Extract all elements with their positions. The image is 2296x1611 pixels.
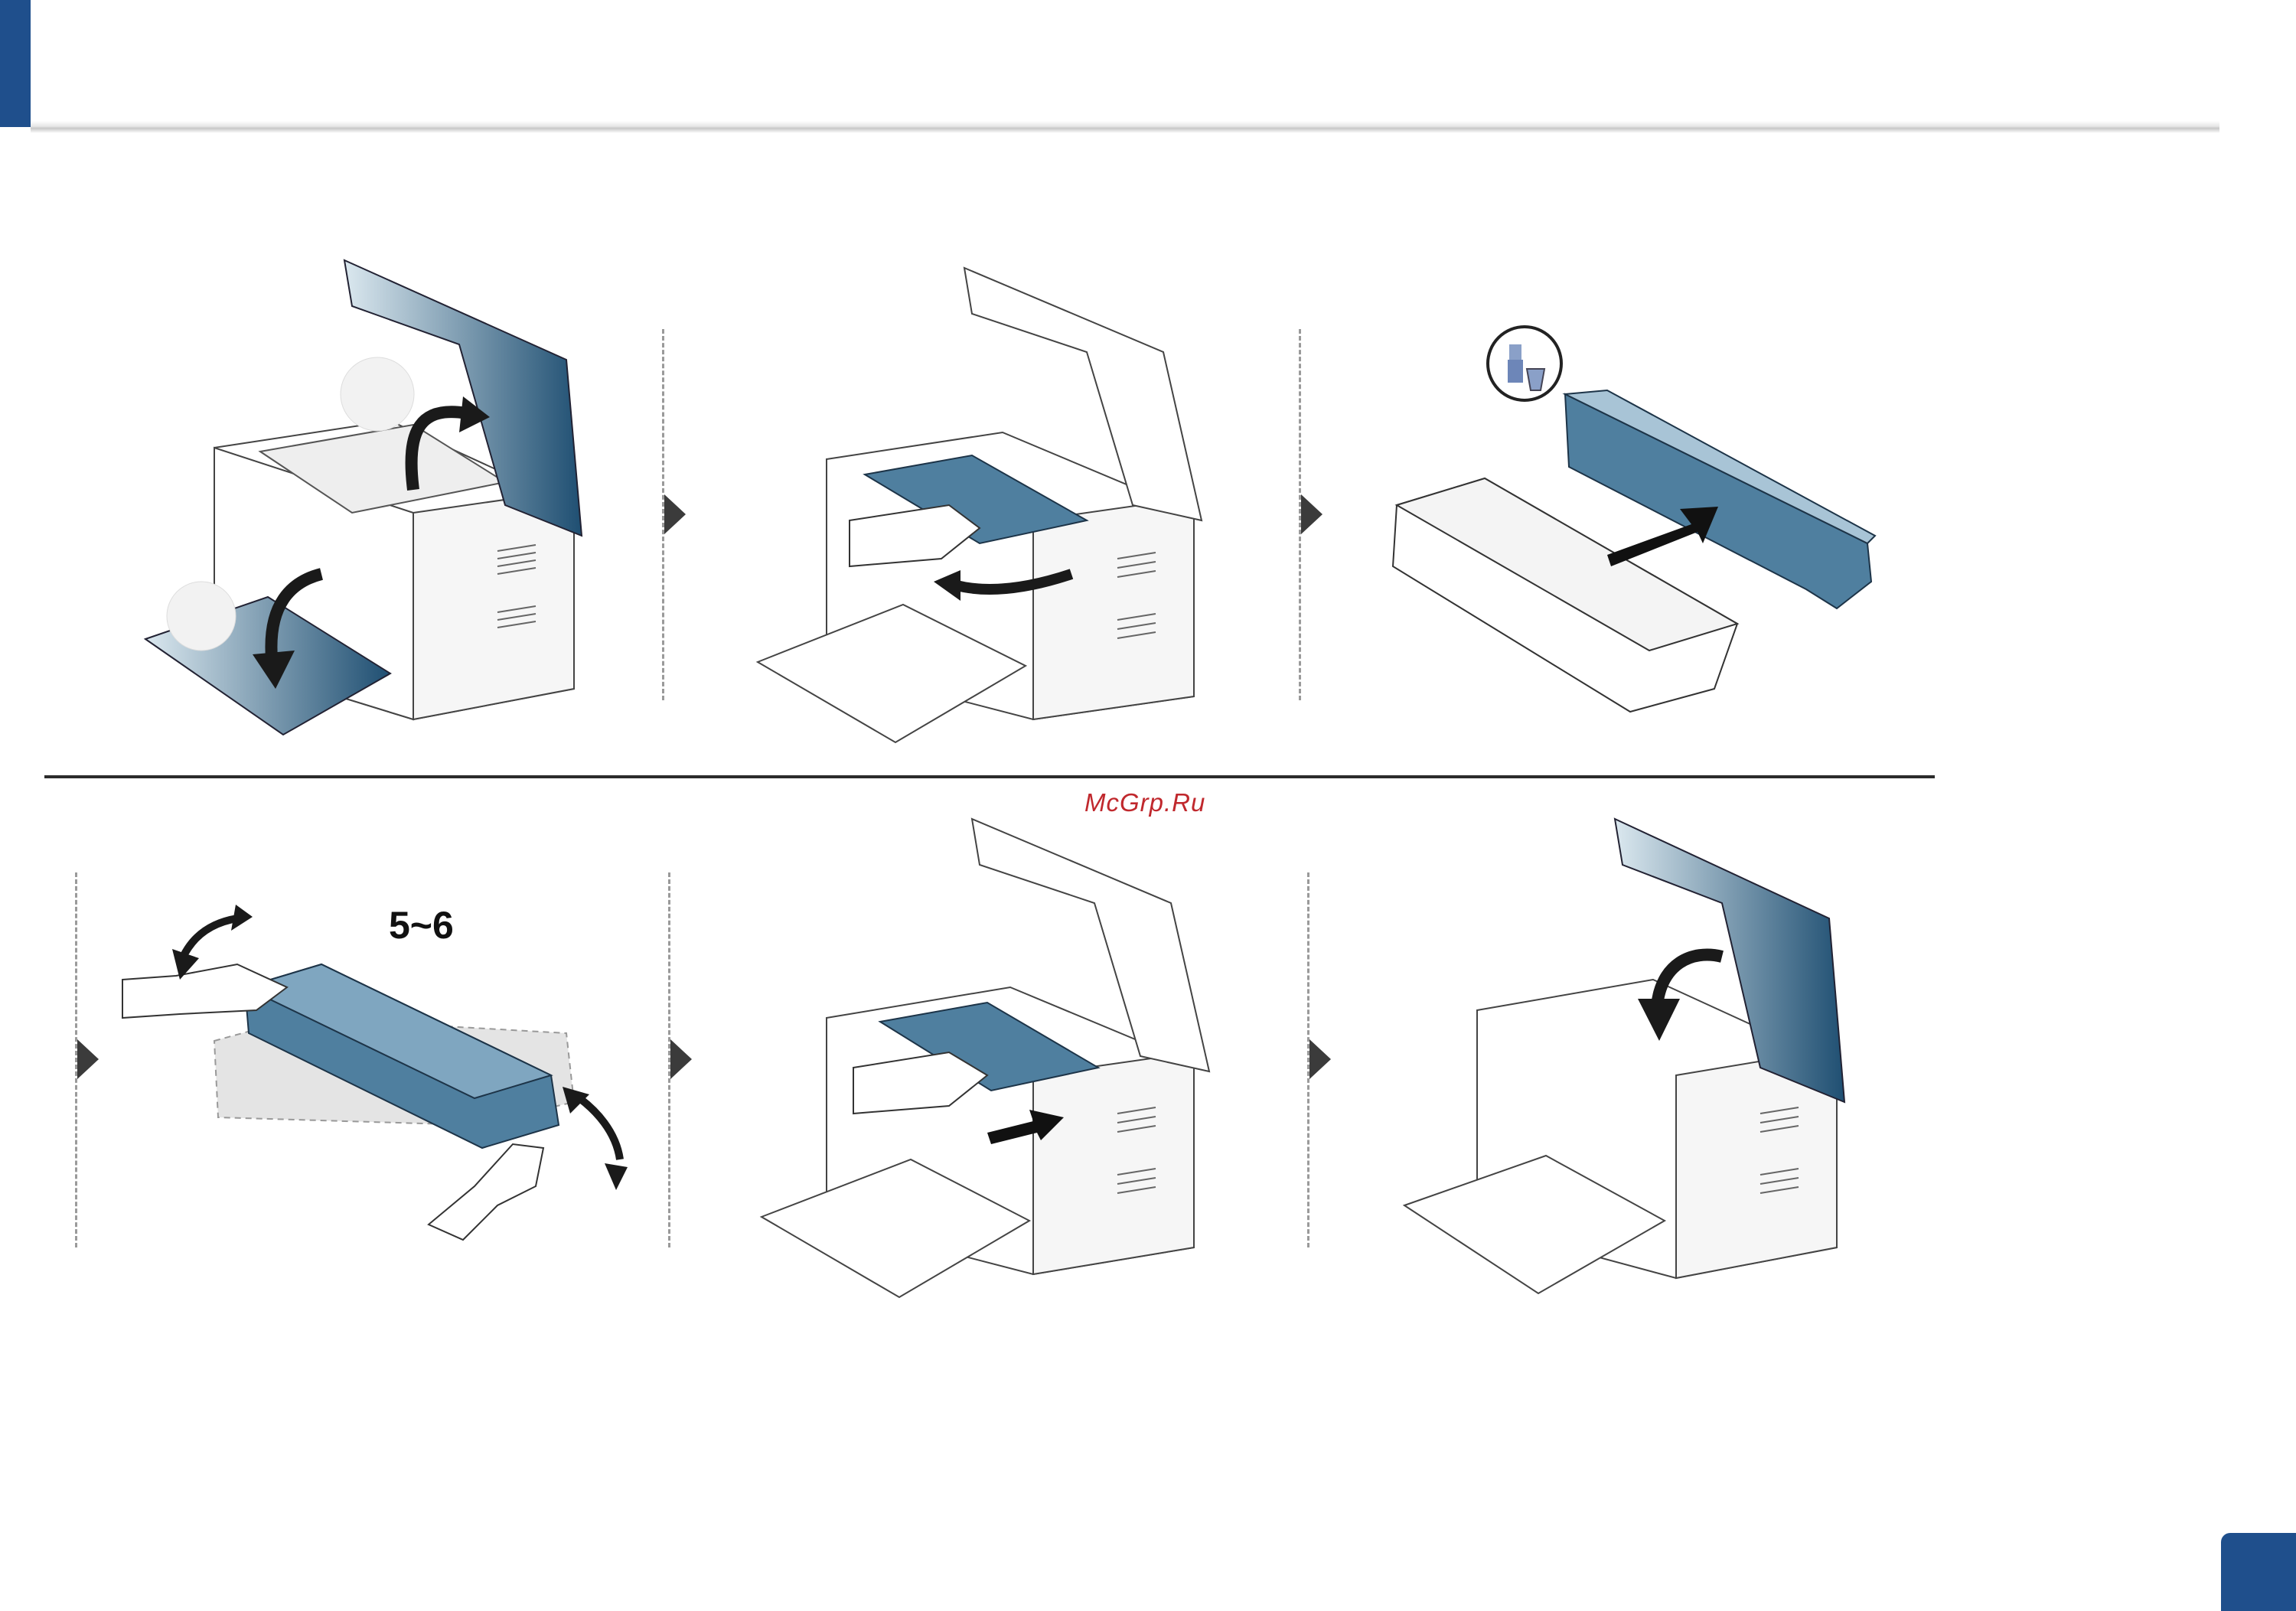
- separator-step-1-2: [662, 329, 664, 700]
- illustration-step-6: [1402, 817, 1846, 1295]
- separator-step-4-left: [75, 872, 77, 1247]
- illustration-step-4: [122, 905, 628, 1241]
- separator-step-2-3: [1299, 329, 1301, 700]
- page-number-badge: [2221, 1533, 2296, 1611]
- shake-count-label: 5~6: [389, 904, 454, 947]
- straight-arrow-icon: [1607, 507, 1718, 566]
- watermark-text: McGrp.Ru: [1084, 788, 1206, 817]
- step-arrow-icon: [670, 1039, 692, 1079]
- recycle-disposal-icon: [1486, 325, 1563, 402]
- step-arrow-icon: [1309, 1039, 1331, 1079]
- illustration-step-2: [755, 266, 1203, 744]
- page-corner-tab: [0, 0, 31, 127]
- step-arrow-icon: [77, 1039, 99, 1079]
- step-arrow-icon: [664, 494, 686, 534]
- row-divider: [44, 775, 1935, 778]
- illustration-step-3: [1391, 325, 1877, 713]
- separator-step-4-5: [668, 872, 670, 1247]
- separator-step-5-6: [1307, 872, 1309, 1247]
- illustration-step-5: [759, 817, 1211, 1299]
- curved-arrow-icon: [459, 396, 490, 432]
- header-rule: [31, 121, 2219, 133]
- curved-arrow-icon: [934, 570, 960, 601]
- straight-arrow-icon: [987, 1110, 1064, 1144]
- step-arrow-icon: [1301, 494, 1322, 534]
- curved-arrow-icon: [172, 949, 199, 980]
- curved-arrow-icon: [1638, 999, 1680, 1041]
- illustration-step-1: [143, 259, 583, 736]
